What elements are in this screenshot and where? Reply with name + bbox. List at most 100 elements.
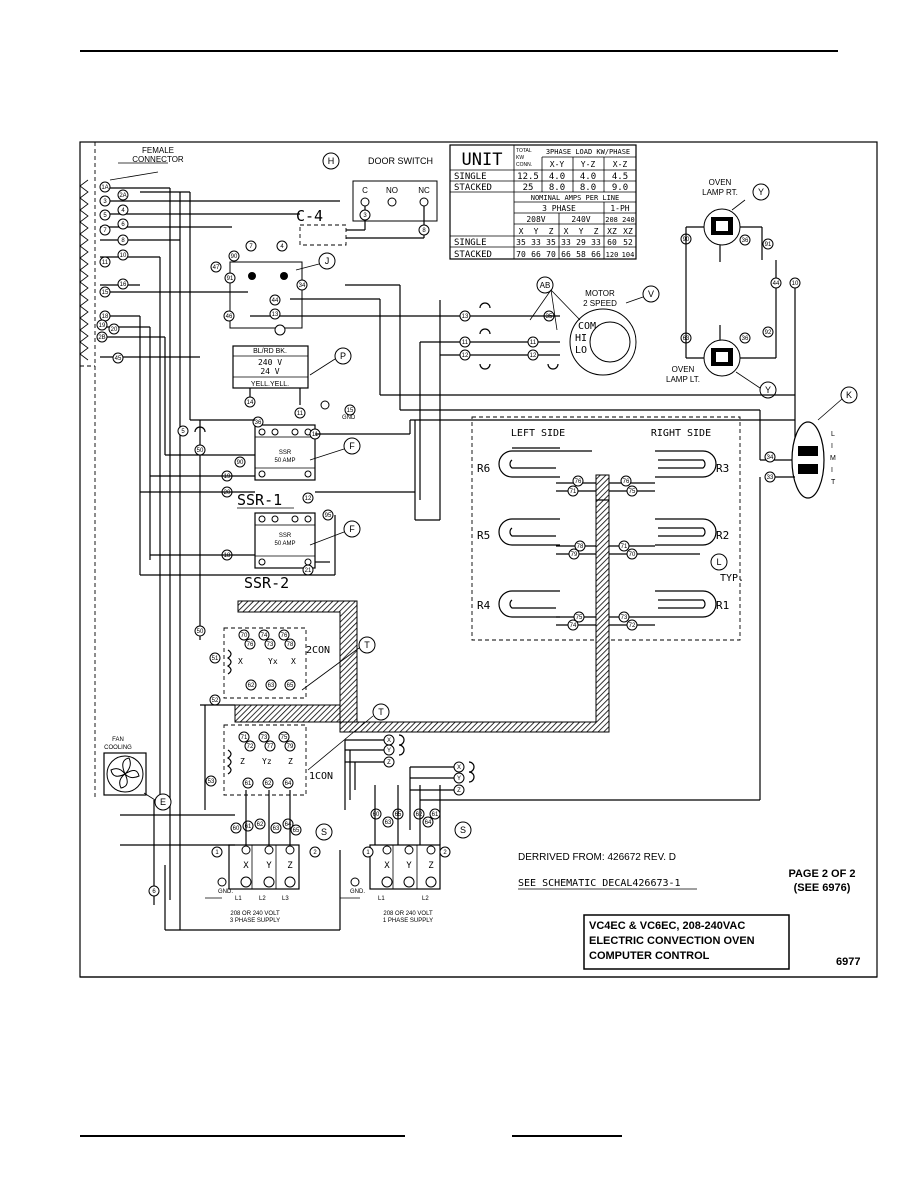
svg-text:8: 8 — [422, 228, 426, 234]
svg-text:STACKED: STACKED — [454, 183, 492, 193]
svg-text:90: 90 — [237, 460, 244, 466]
svg-text:3 PHASE: 3 PHASE — [542, 204, 576, 213]
notes: DERRIVED FROM: 426672 REV. D SEE SCHEMAT… — [518, 852, 860, 968]
svg-text:K: K — [846, 390, 852, 400]
svg-text:Z: Z — [287, 861, 293, 871]
svg-text:Y: Y — [387, 748, 391, 754]
svg-text:25: 25 — [523, 183, 534, 193]
svg-text:73: 73 — [261, 735, 268, 741]
svg-text:63: 63 — [268, 683, 275, 689]
svg-text:47: 47 — [213, 265, 220, 271]
svg-text:R4: R4 — [477, 599, 491, 612]
door-switch-title: DOOR SWITCH — [368, 156, 433, 166]
svg-text:SSR: SSR — [279, 450, 292, 456]
ssr-1: SSR 50 AMP SSR-1 F 36 11 11 90 19 20 12 — [221, 407, 361, 509]
svg-text:91: 91 — [765, 242, 772, 248]
amps-header: NOMINAL AMPS PER LINE — [531, 194, 620, 202]
svg-text:240V: 240V — [571, 215, 590, 224]
svg-text:HI: HI — [575, 333, 587, 344]
svg-text:33: 33 — [767, 475, 774, 481]
svg-text:95: 95 — [325, 513, 332, 519]
conduits — [234, 474, 610, 733]
schematic-note: SEE SCHEMATIC DECAL426673-1 — [518, 878, 681, 889]
svg-text:S: S — [460, 825, 466, 835]
svg-text:5: 5 — [103, 213, 107, 219]
svg-text:R2: R2 — [716, 529, 729, 542]
svg-text:91: 91 — [227, 276, 234, 282]
svg-text:15: 15 — [102, 290, 109, 296]
svg-text:2: 2 — [313, 850, 317, 856]
svg-text:3: 3 — [103, 199, 107, 205]
svg-text:50: 50 — [197, 448, 204, 454]
svg-text:Yz: Yz — [262, 757, 272, 766]
title-line-1: VC4EC & VC6EC, 208-240VAC — [589, 920, 745, 932]
svg-text:13: 13 — [272, 312, 279, 318]
load-header: 3PHASE LOAD KW/PHASE — [546, 148, 630, 156]
drawing-number: 6977 — [836, 956, 860, 968]
svg-text:79: 79 — [287, 744, 294, 750]
svg-text:11: 11 — [530, 340, 537, 346]
svg-text:78: 78 — [287, 642, 294, 648]
svg-text:SINGLE: SINGLE — [454, 172, 487, 182]
svg-text:X: X — [564, 227, 569, 236]
svg-text:Y: Y — [534, 227, 539, 236]
svg-text:71: 71 — [570, 489, 577, 495]
svg-text:SINGLE: SINGLE — [454, 238, 487, 248]
svg-text:XZ: XZ — [607, 227, 617, 236]
svg-text:66: 66 — [591, 250, 601, 259]
svg-text:Z: Z — [288, 757, 293, 766]
svg-text:LO: LO — [575, 345, 587, 356]
svg-text:Z: Z — [387, 760, 391, 766]
svg-text:74: 74 — [261, 633, 268, 639]
svg-text:COM: COM — [578, 321, 596, 332]
svg-text:V: V — [648, 289, 654, 299]
footer-rule-left — [80, 1135, 405, 1137]
svg-text:70: 70 — [546, 250, 556, 259]
svg-text:7: 7 — [249, 244, 253, 250]
title-line-3: COMPUTER CONTROL — [589, 950, 710, 962]
svg-text:33: 33 — [531, 238, 541, 247]
svg-text:R1: R1 — [716, 599, 729, 612]
svg-text:STACKED: STACKED — [454, 250, 492, 260]
contactor-1con: Z Yz Z 1CON T 71 73 75 72 77 79 61 62 64… — [205, 703, 390, 796]
svg-text:64: 64 — [425, 820, 432, 826]
unit-table: UNIT TOTAL KW CONN. 3PHASE LOAD KW/PHASE… — [449, 144, 637, 260]
svg-text:60: 60 — [607, 238, 617, 247]
svg-text:14: 14 — [247, 400, 254, 406]
svg-text:X: X — [291, 657, 296, 666]
contactor-2con: X Yx X 2CON T 70 74 76 76 73 78 62 63 65… — [194, 625, 376, 706]
svg-text:GND.: GND. — [218, 889, 233, 895]
svg-text:76: 76 — [623, 479, 630, 485]
svg-text:2B: 2B — [98, 335, 105, 341]
svg-text:9.0: 9.0 — [612, 183, 628, 193]
svg-text:C: C — [362, 186, 368, 195]
svg-text:Z: Z — [457, 788, 461, 794]
svg-text:36: 36 — [742, 238, 749, 244]
svg-text:X: X — [243, 861, 249, 871]
ssr1-label: SSR-1 — [237, 491, 282, 509]
svg-text:P: P — [340, 351, 346, 361]
svg-text:5: 5 — [181, 429, 185, 435]
svg-text:72: 72 — [247, 744, 254, 750]
svg-text:L1: L1 — [235, 896, 242, 902]
svg-text:4: 4 — [121, 208, 125, 214]
svg-text:19: 19 — [224, 474, 231, 480]
svg-text:6: 6 — [152, 889, 156, 895]
ssr2-label: SSR-2 — [244, 574, 289, 592]
svg-text:34: 34 — [299, 283, 306, 289]
junction-j: J 7 4 90 47 91 34 44 13 46 — [210, 240, 336, 329]
svg-text:R3: R3 — [716, 462, 729, 475]
left-side-label: LEFT SIDE — [511, 428, 565, 439]
svg-text:77: 77 — [267, 744, 274, 750]
svg-text:53: 53 — [208, 779, 215, 785]
svg-text:60: 60 — [373, 812, 380, 818]
svg-text:TYP.: TYP. — [720, 573, 744, 584]
svg-text:XZ: XZ — [623, 227, 633, 236]
svg-text:Z: Z — [428, 861, 434, 871]
ssr-wiring: 5 50 — [140, 419, 416, 640]
